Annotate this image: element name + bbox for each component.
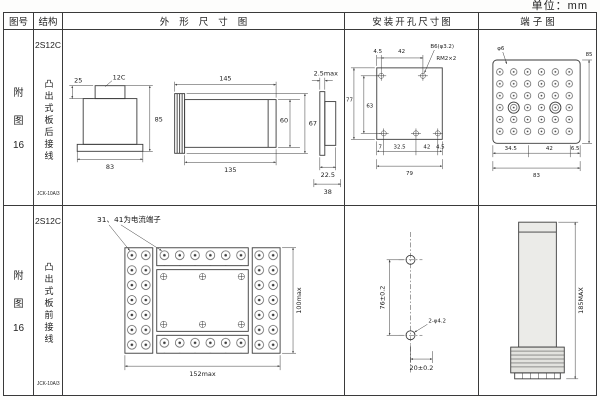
col-header-fig-no: 图号 <box>4 13 34 30</box>
fig-no-cell-row2: 附 图 16 <box>4 206 34 395</box>
fig-number: 16 <box>12 323 25 334</box>
dim-term-bot1: 34.5 <box>505 146 517 152</box>
hole-dia-note: 2-φ4.2 <box>428 318 446 324</box>
current-terminal-note: 31、41为电流端子 <box>97 214 161 224</box>
dim-left-pitch: 63 <box>366 104 373 110</box>
dim-side-height2: 67 <box>309 119 317 127</box>
install-drawing-front-wiring: 76±0.2 2-φ4.2 20±0.2 <box>379 232 446 373</box>
outline-cell-row1: 12C 25 83 85 <box>63 30 345 206</box>
col-header-structure: 结构 <box>34 13 63 30</box>
current-terminal-circle <box>507 101 520 114</box>
install-dims: 4.5 42 B6(φ3.2) RM2×2 77 63 <box>346 44 456 177</box>
col-header-outline: 外形尺寸图 <box>63 13 345 30</box>
install-cell-row1: 4.5 42 B6(φ3.2) RM2×2 77 63 <box>345 30 479 206</box>
front-view-label: 12C <box>113 74 126 82</box>
dim-top-offset: 4.5 <box>373 49 382 55</box>
hole-size-note: B6(φ3.2) <box>430 44 454 50</box>
terminal-cell-row2: 185MAX <box>479 206 596 395</box>
outline-drawing-rear-wiring: 12C 25 83 85 <box>69 70 341 196</box>
dim-offset: 20±0.2 <box>410 364 434 372</box>
mounting-type-label: 凸出式板前接线 <box>43 261 54 346</box>
dim-front-height: 85 <box>155 115 163 123</box>
dim-height-max: 100max <box>295 287 303 314</box>
structure-cell-row2: 2S12C 凸出式板前接线 JCK-10A/3 <box>34 206 63 395</box>
fig-char: 附 <box>13 271 24 282</box>
install-drawing-rear-wiring: 4.5 42 B6(φ3.2) RM2×2 77 63 <box>346 44 456 177</box>
dim-end-w2: 38 <box>324 188 332 196</box>
front-view-dims: 12C 25 83 85 <box>69 74 163 171</box>
relay-code-label: JCK-10A/3 <box>36 381 60 387</box>
relay-side-profile <box>510 221 565 380</box>
dim-width-max: 152max <box>189 370 216 378</box>
dim-end-thickness: 2.5max <box>314 70 339 78</box>
terminal-diagram-rear: φ6 34.5 42 6.5 83 <box>492 46 593 179</box>
structure-cell-row1: 2S12C 凸出式板后接线 JCK-10A/3 <box>34 30 63 206</box>
model-label: 2S12C <box>35 40 61 50</box>
outline2-dims: 152max 100max <box>124 247 303 378</box>
front-view <box>76 85 144 152</box>
side-view-dims: 145 135 60 67 <box>174 75 317 174</box>
current-terminal-circle <box>549 101 562 114</box>
model-label: 2S12C <box>35 216 61 226</box>
case-screws <box>160 273 245 328</box>
fig-char: 图 <box>13 116 24 127</box>
fig-char: 图 <box>13 299 24 310</box>
end-view-dims: 2.5max 22.5 38 <box>311 70 341 196</box>
terminal-strip-hatch <box>510 350 565 379</box>
dim-end-w1: 22.5 <box>321 171 335 179</box>
dim-term-total: 83 <box>533 173 540 179</box>
terminal-block <box>492 59 581 144</box>
fig-char: 附 <box>13 88 24 99</box>
col-header-install: 安装开孔尺寸图 <box>345 13 479 30</box>
terminal2-dims: 185MAX <box>558 221 585 380</box>
dim-bot1: 7 <box>379 144 382 150</box>
dim-bot3: 42 <box>423 144 430 150</box>
spec-table: 图号 结构 外形尺寸图 安装开孔尺寸图 端子图 附 图 16 2S12C 凸出式… <box>3 12 597 396</box>
current-terminal-note-group: 31、41为电流端子 <box>97 214 162 251</box>
fig-no-cell-row1: 附 图 16 <box>4 30 34 206</box>
dim-term-bot2: 42 <box>546 146 553 152</box>
mounting-holes <box>405 254 416 341</box>
dim-hole-pitch: 76±0.2 <box>379 286 387 310</box>
dim-side-length: 145 <box>219 75 231 83</box>
thread-note: RM2×2 <box>436 56 456 62</box>
dim-side-body-length: 135 <box>224 166 236 174</box>
dim-left-total: 77 <box>346 98 353 104</box>
mounting-type-label: 凸出式板后接线 <box>43 78 54 163</box>
install2-dims: 76±0.2 2-φ4.2 20±0.2 <box>379 259 446 372</box>
relay-code-label: JCK-10A/3 <box>36 191 60 197</box>
outline-cell-row2: 31、41为电流端子 <box>63 206 345 395</box>
terminal-diagram-front: 185MAX <box>510 221 585 380</box>
fig-number: 16 <box>12 140 25 151</box>
panel-cutout <box>376 67 443 140</box>
dim-bot-total: 79 <box>406 171 413 177</box>
dim-front-width: 83 <box>106 163 114 171</box>
dim-bot4: 4.5 <box>436 144 445 150</box>
end-view <box>319 91 337 156</box>
dim-term-height: 85 <box>586 52 593 58</box>
dim-total-height: 185MAX <box>577 287 585 314</box>
dim-side-height1: 60 <box>280 116 288 124</box>
col-header-terminal: 端子图 <box>479 13 596 30</box>
mounting-holes <box>376 70 443 139</box>
outline-drawing-front-wiring: 31、41为电流端子 <box>97 214 303 378</box>
side-view <box>174 93 277 154</box>
install-cell-row2: 76±0.2 2-φ4.2 20±0.2 <box>345 206 479 395</box>
dim-top-pitch: 42 <box>398 49 405 55</box>
dim-terminal-hole: φ6 <box>497 46 505 52</box>
unit-label: 单位：mm <box>531 0 588 12</box>
terminal-assembly <box>124 247 281 354</box>
dim-term-bot3: 6.5 <box>571 146 580 152</box>
dim-front-top: 25 <box>74 77 82 85</box>
terminal-dims: φ6 34.5 42 6.5 83 <box>492 46 593 179</box>
dim-bot2: 32.5 <box>394 144 406 150</box>
terminal-cell-row1: φ6 34.5 42 6.5 83 <box>479 30 596 206</box>
